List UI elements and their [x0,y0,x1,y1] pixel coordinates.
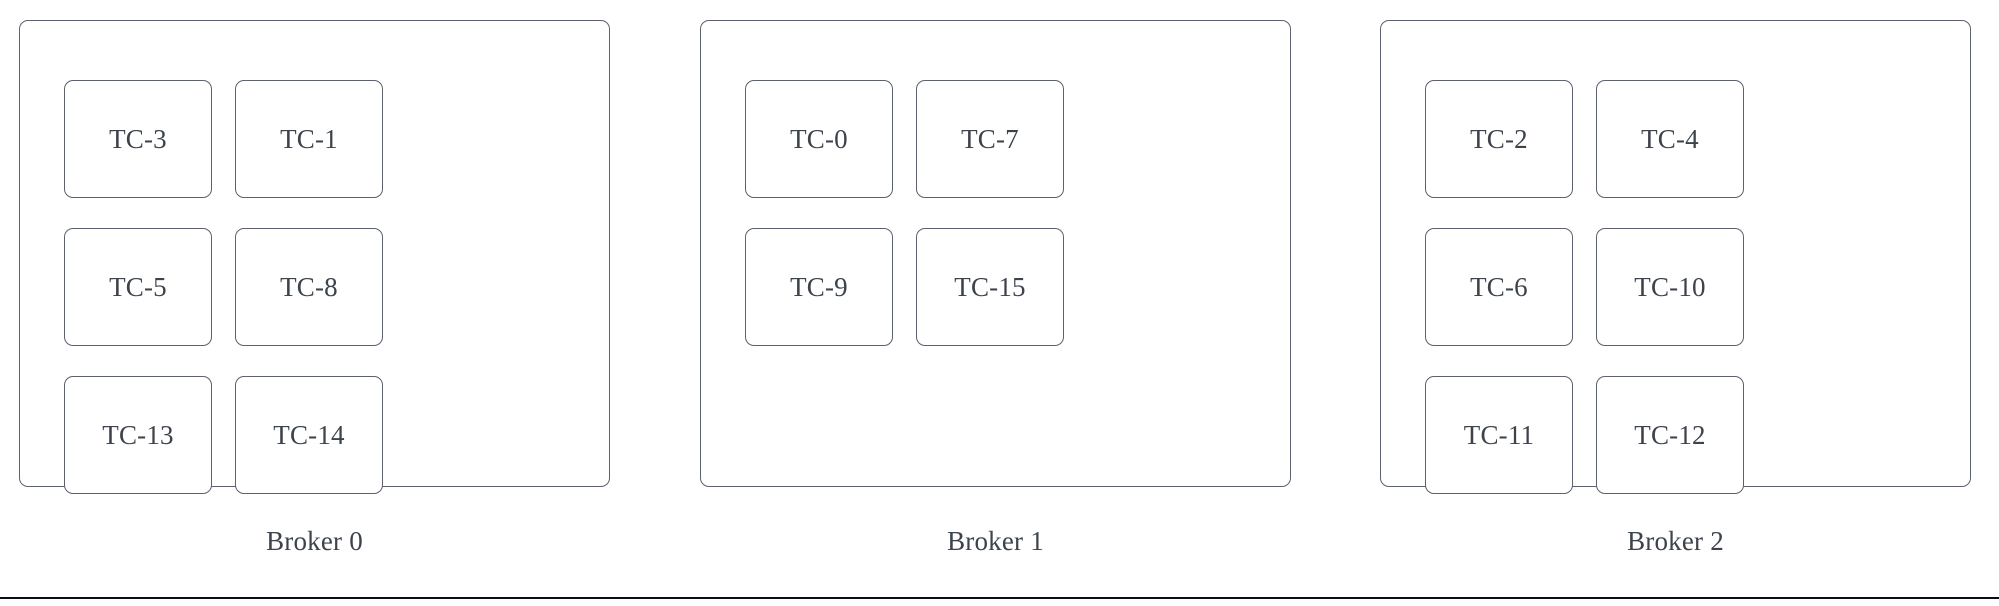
broker-group-1: TC-0 TC-7 TC-9 TC-15 Broker 1 [700,20,1293,595]
tc-box[interactable]: TC-8 [235,228,383,346]
tc-grid-2: TC-2 TC-4 TC-6 TC-10 TC-11 TC-12 [1425,80,1895,494]
broker-group-0: TC-3 TC-1 TC-5 TC-8 TC-13 TC-14 Broker 0 [19,20,612,595]
broker-container-2[interactable]: TC-2 TC-4 TC-6 TC-10 TC-11 TC-12 [1380,20,1971,494]
tc-grid-1: TC-0 TC-7 TC-9 TC-15 [745,80,1215,346]
tc-box[interactable]: TC-0 [745,80,893,198]
tc-box[interactable]: TC-6 [1425,228,1573,346]
broker-label: Broker 0 [266,525,363,556]
tc-box[interactable]: TC-9 [745,228,893,346]
tc-box[interactable]: TC-5 [64,228,212,346]
tc-box[interactable]: TC-15 [916,228,1064,346]
broker-container-1[interactable]: TC-0 TC-7 TC-9 TC-15 [700,20,1291,487]
bottom-divider [0,597,1999,599]
broker-label: Broker 1 [947,525,1044,556]
tc-box[interactable]: TC-2 [1425,80,1573,198]
tc-box[interactable]: TC-10 [1596,228,1744,346]
broker-group-2: TC-2 TC-4 TC-6 TC-10 TC-11 TC-12 Broker … [1380,20,1973,595]
broker-container-0[interactable]: TC-3 TC-1 TC-5 TC-8 TC-13 TC-14 [19,20,610,494]
tc-box[interactable]: TC-11 [1425,376,1573,494]
broker-label: Broker 2 [1627,525,1724,556]
tc-box[interactable]: TC-14 [235,376,383,494]
tc-box[interactable]: TC-7 [916,80,1064,198]
tc-box[interactable]: TC-3 [64,80,212,198]
tc-box[interactable]: TC-13 [64,376,212,494]
tc-grid-0: TC-3 TC-1 TC-5 TC-8 TC-13 TC-14 [64,80,534,494]
tc-box[interactable]: TC-12 [1596,376,1744,494]
tc-box[interactable]: TC-1 [235,80,383,198]
tc-box[interactable]: TC-4 [1596,80,1744,198]
